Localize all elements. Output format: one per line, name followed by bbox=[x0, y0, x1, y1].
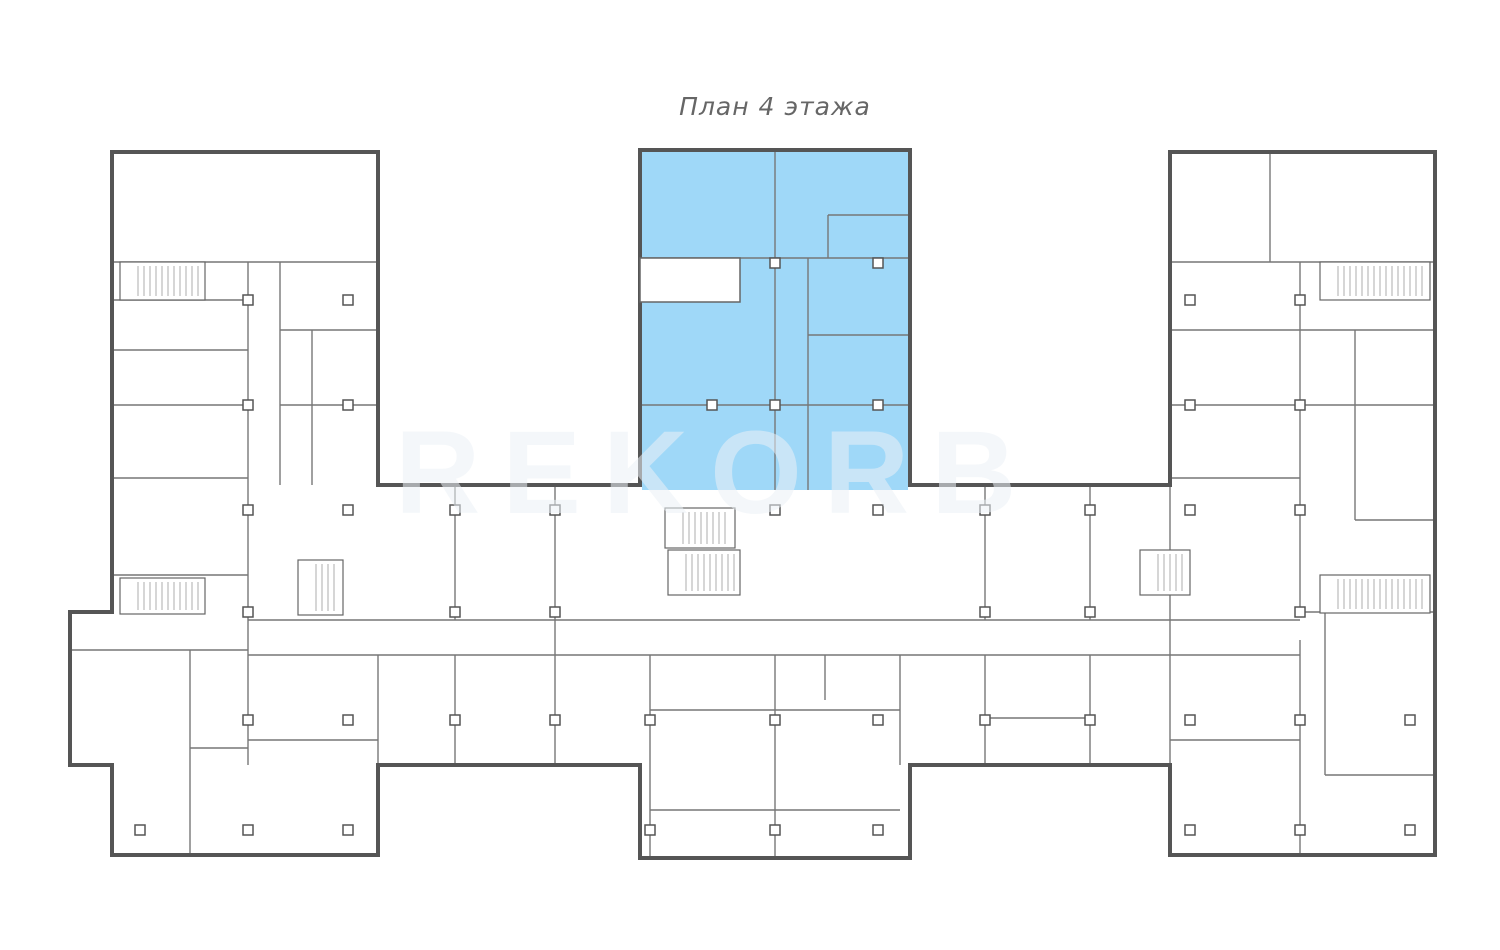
column bbox=[769, 257, 781, 269]
column bbox=[769, 824, 781, 836]
column bbox=[1184, 399, 1196, 411]
column bbox=[549, 714, 561, 726]
column bbox=[1184, 504, 1196, 516]
column bbox=[242, 504, 254, 516]
stairwell bbox=[119, 261, 206, 301]
column bbox=[1404, 824, 1416, 836]
column bbox=[769, 399, 781, 411]
column bbox=[1184, 294, 1196, 306]
stairwell-north bbox=[639, 257, 741, 303]
stairwell bbox=[1319, 574, 1431, 614]
building-outline bbox=[68, 148, 1437, 860]
column bbox=[134, 824, 146, 836]
column bbox=[1294, 399, 1306, 411]
column bbox=[1294, 824, 1306, 836]
column bbox=[342, 824, 354, 836]
column bbox=[242, 399, 254, 411]
stairwell bbox=[1319, 261, 1431, 301]
stairwell bbox=[297, 559, 344, 616]
column bbox=[1294, 504, 1306, 516]
column bbox=[1294, 606, 1306, 618]
column bbox=[872, 824, 884, 836]
column bbox=[644, 714, 656, 726]
column bbox=[242, 606, 254, 618]
column bbox=[706, 399, 718, 411]
column bbox=[872, 504, 884, 516]
column bbox=[242, 714, 254, 726]
column bbox=[342, 294, 354, 306]
column bbox=[449, 504, 461, 516]
column bbox=[549, 504, 561, 516]
column bbox=[872, 714, 884, 726]
column bbox=[1084, 606, 1096, 618]
column bbox=[342, 714, 354, 726]
column bbox=[872, 257, 884, 269]
column bbox=[979, 504, 991, 516]
column bbox=[979, 606, 991, 618]
room-partitions bbox=[70, 150, 1435, 858]
columns bbox=[134, 257, 1416, 836]
column bbox=[242, 294, 254, 306]
column bbox=[979, 714, 991, 726]
column bbox=[769, 504, 781, 516]
column bbox=[449, 714, 461, 726]
stairwell bbox=[1139, 549, 1191, 596]
column bbox=[1084, 714, 1096, 726]
column bbox=[1294, 294, 1306, 306]
stairwell bbox=[664, 507, 736, 549]
column bbox=[769, 714, 781, 726]
column bbox=[342, 504, 354, 516]
column bbox=[1404, 714, 1416, 726]
stairwells bbox=[119, 261, 1431, 616]
column bbox=[1184, 824, 1196, 836]
stairwell bbox=[119, 577, 206, 615]
plan-title: План 4 этажа bbox=[679, 92, 871, 121]
column bbox=[242, 824, 254, 836]
column bbox=[1294, 714, 1306, 726]
column bbox=[342, 399, 354, 411]
column bbox=[872, 399, 884, 411]
column bbox=[1084, 504, 1096, 516]
column bbox=[549, 606, 561, 618]
column bbox=[449, 606, 461, 618]
column bbox=[644, 824, 656, 836]
column bbox=[1184, 714, 1196, 726]
